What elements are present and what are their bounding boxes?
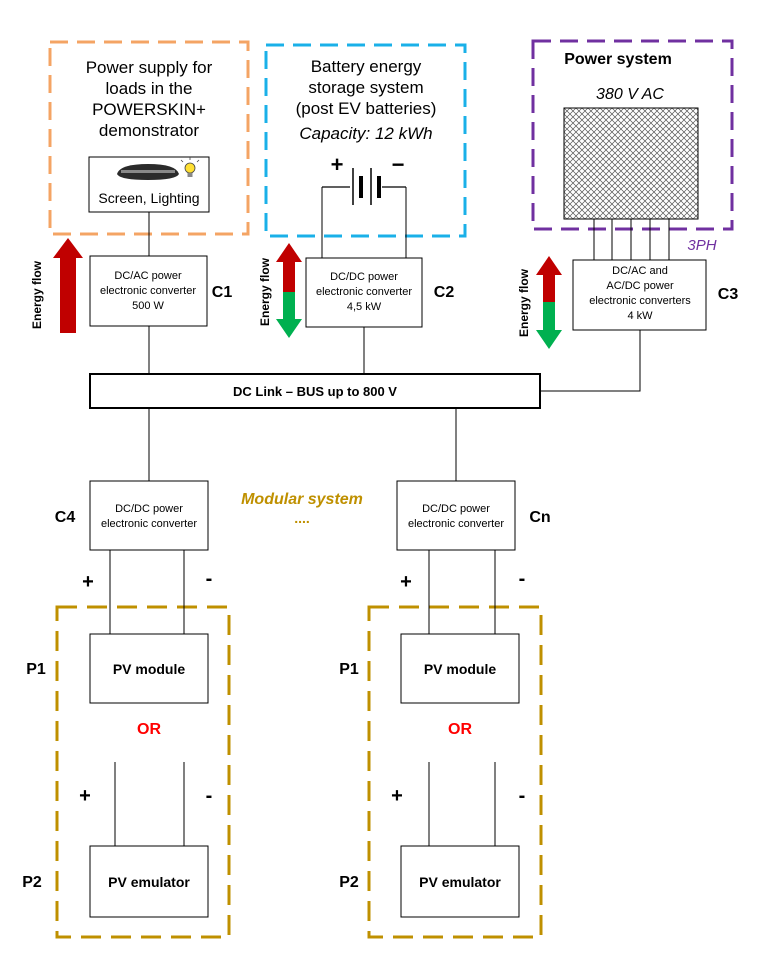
converter-c1: DC/AC power electronic converter 500 W C… (89, 212, 233, 327)
c3-line-2: AC/DC power (606, 280, 674, 292)
power-system-dashed-border (531, 39, 734, 231)
c1-line-2: electronic converter (100, 285, 196, 297)
c1-tag: C1 (212, 284, 233, 301)
pv-left-top-plus: + (82, 571, 94, 593)
energy-flow-c3: Energy flow (517, 256, 562, 349)
battery-capacity: Capacity: 12 kWh (299, 124, 432, 143)
pv-left-bottom-minus: - (206, 785, 213, 807)
dc-link-label: DC Link – BUS up to 800 V (233, 384, 397, 399)
pv-right-top-plus: + (400, 571, 412, 593)
cn-tag: Cn (529, 509, 550, 526)
pv-left-or: OR (137, 721, 161, 738)
loads-title-line-1: Power supply for (86, 58, 213, 77)
arrow-bidirectional-c3-red-icon (536, 256, 562, 302)
pv-left-emulator-box (89, 845, 209, 918)
loads-title-line-4: demonstrator (99, 121, 199, 140)
grid-crosshatch-block (563, 107, 699, 220)
modular-system-title: Modular system (241, 491, 363, 508)
pv-right-or: OR (448, 721, 472, 738)
pv-right-module-box (400, 633, 520, 704)
power-system-voltage: 380 V AC (596, 86, 664, 103)
battery-symbol-icon (321, 168, 407, 258)
cn-line-1: DC/DC power (422, 503, 490, 515)
dc-link-bus (89, 373, 541, 409)
c2-line-2: electronic converter (316, 286, 412, 298)
c1-line-1: DC/AC power (114, 270, 182, 282)
pv-left-module-box (89, 633, 209, 704)
converter-c4: DC/DC power electronic converter C4 (55, 480, 209, 551)
cn-line-2: electronic converter (408, 518, 504, 530)
loads-title-line-3: POWERSKIN+ (92, 100, 206, 119)
dc-link-group (148, 326, 641, 481)
c2-line-1: DC/DC power (330, 271, 398, 283)
pv-right-emulator-label: PV emulator (419, 874, 501, 890)
c3-line-1: DC/AC and (612, 265, 668, 277)
c2-line-3: 4,5 kW (347, 301, 382, 313)
converter-c2: DC/DC power electronic converter 4,5 kW … (305, 257, 455, 328)
three-phase-lines (593, 219, 670, 260)
pv-right-p1: P1 (339, 661, 359, 678)
battery-plus-label: + (331, 152, 344, 177)
battery-minus-label: − (392, 152, 405, 177)
arrow-bidirectional-c3-green-icon (536, 302, 562, 349)
power-system-group: Power system 380 V AC 3PH (531, 39, 734, 260)
converter-cn: DC/DC power electronic converter Cn (396, 480, 551, 551)
arrow-bidirectional-c2-red-icon (276, 243, 302, 292)
pv-left-p2: P2 (22, 874, 42, 891)
pv-group-right: + - PV module P1 OR + - PV emulator P2 (339, 550, 543, 939)
c1-line-3: 500 W (132, 300, 164, 312)
loads-group: Power supply for loads in the POWERSKIN+… (48, 40, 250, 236)
pv-left-p1: P1 (26, 661, 46, 678)
battery-title-line-3: (post EV batteries) (296, 99, 437, 118)
light-bulb-icon (180, 157, 200, 177)
c3-line-4: 4 kW (627, 310, 653, 322)
energy-flow-label-c3: Energy flow (517, 268, 531, 337)
energy-flow-label-c1: Energy flow (30, 260, 44, 329)
energy-flow-c2: Energy flow (258, 243, 302, 338)
pv-right-bottom-plus: + (391, 785, 403, 807)
pv-right-p2: P2 (339, 874, 359, 891)
loads-title-line-2: loads in the (106, 79, 193, 98)
c2-tag: C2 (434, 284, 455, 301)
modular-system-dots: .... (294, 510, 310, 526)
pv-right-top-minus: - (519, 568, 526, 590)
power-system-title: Power system (564, 51, 672, 68)
c4-line-2: electronic converter (101, 518, 197, 530)
arrow-bidirectional-c2-green-icon (276, 292, 302, 338)
battery-title-line-1: Battery energy (311, 57, 422, 76)
battery-dashed-border (264, 43, 467, 238)
pv-right-emulator-box (400, 845, 520, 918)
pv-right-dashed-border (367, 605, 543, 939)
pv-left-bottom-plus: + (79, 785, 91, 807)
pv-group-left: + - PV module P1 OR + - PV emulator P2 (22, 550, 231, 939)
energy-flow-label-c2: Energy flow (258, 257, 272, 326)
pv-left-dashed-border (55, 605, 231, 939)
pv-right-module-label: PV module (424, 661, 497, 677)
phase-label: 3PH (687, 237, 716, 254)
converter-c3: DC/AC and AC/DC power electronic convert… (572, 259, 739, 331)
battery-title-line-2: storage system (308, 78, 423, 97)
c4-line-1: DC/DC power (115, 503, 183, 515)
c3-tag: C3 (718, 286, 739, 303)
loads-device-label: Screen, Lighting (98, 190, 199, 206)
c4-tag: C4 (55, 509, 76, 526)
pv-left-module-label: PV module (113, 661, 186, 677)
battery-group: Battery energy storage system (post EV b… (264, 43, 467, 258)
energy-flow-c1: Energy flow (30, 238, 83, 333)
pv-left-top-minus: - (206, 568, 213, 590)
arrow-up-red-icon (53, 238, 83, 333)
c3-line-3: electronic converters (589, 295, 691, 307)
screen-icon (117, 164, 179, 180)
pv-left-emulator-label: PV emulator (108, 874, 190, 890)
pv-right-bottom-minus: - (519, 785, 526, 807)
